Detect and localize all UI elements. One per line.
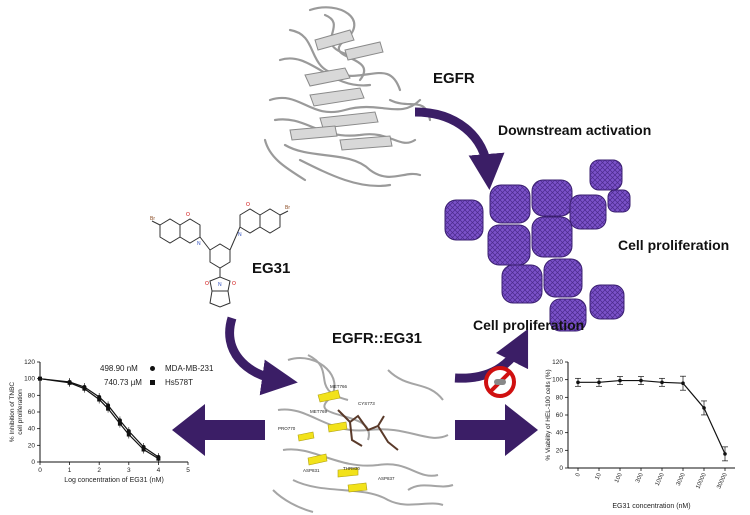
y-tick-label: 20 — [28, 442, 36, 449]
residue-label: CYS773 — [358, 401, 375, 406]
legend-row-mda: 498.90 nM — [100, 364, 138, 373]
data-point — [618, 378, 622, 383]
arrow-eg31-to-complex — [225, 316, 298, 396]
eg31-label: EG31 — [252, 260, 291, 277]
y-tick-label: 60 — [556, 412, 564, 419]
svg-text:Br: Br — [285, 205, 290, 211]
data-point — [106, 406, 111, 411]
x-tick-label: 100 — [614, 472, 624, 484]
x-tick-label: 5 — [186, 467, 190, 474]
residue-label: THR830 — [343, 466, 360, 471]
data-point — [681, 381, 685, 385]
x-tick-label: 10 — [595, 472, 604, 481]
svg-text:O: O — [232, 281, 236, 287]
series-line-1 — [39, 378, 159, 460]
x-tick-label: 10000 — [695, 472, 708, 490]
data-point — [723, 452, 727, 456]
y-tick-label: 120 — [552, 359, 563, 366]
y-tick-label: 100 — [24, 376, 35, 383]
data-point — [639, 378, 643, 383]
viability-chart: 0 20 40 60 80 100 120 0 10 100 300 1000 3000 10000 300… — [545, 359, 735, 510]
x-tick-label: 1000 — [655, 472, 666, 487]
y-tick-label: 20 — [556, 447, 564, 454]
downstream-activation-label: Downstream activation — [498, 122, 652, 138]
data-point — [67, 380, 72, 385]
x-tick-label: 1 — [68, 467, 72, 474]
series-line-0 — [39, 378, 159, 458]
arrow-egfr-to-proliferation — [414, 107, 505, 190]
data-point — [82, 386, 87, 391]
svg-text:N: N — [197, 241, 201, 247]
y-axis-title: % Viability of HEL-100 cells (%) — [545, 369, 552, 460]
legend-name-mda: MDA-MB-231 — [165, 364, 214, 373]
y-tick-label: 100 — [552, 377, 563, 384]
y-tick-label: 0 — [31, 459, 35, 466]
data-point — [117, 421, 122, 426]
x-tick-label: 0 — [38, 467, 42, 474]
egfr-label: EGFR — [433, 70, 475, 87]
y-tick-label: 80 — [556, 394, 564, 401]
x-tick-label: 0 — [575, 472, 582, 478]
svg-text:O: O — [246, 202, 250, 208]
proliferating-cells-graphic — [444, 159, 631, 332]
cell-proliferation-label-bottom: Cell proliferation — [473, 317, 585, 333]
x-axis-title: Log concentration of EG31 (nM) — [64, 477, 164, 484]
legend-value-mda: 498.90 nM — [100, 364, 138, 373]
y-tick-label: 80 — [28, 392, 36, 399]
complex-label: EGFR::EG31 — [332, 330, 423, 347]
x-tick-label: 30000 — [716, 472, 729, 490]
arrow-to-right-chart — [455, 404, 538, 456]
data-point — [38, 376, 42, 381]
y-axis-title-line2: cell proliferation — [17, 389, 24, 435]
x-axis-title: EG31 concentration (nM) — [612, 503, 690, 510]
data-point — [660, 380, 664, 385]
data-point — [702, 406, 706, 410]
x-tick-label: 3000 — [676, 472, 687, 487]
residue-label: MET766 — [330, 384, 348, 389]
data-point — [576, 380, 580, 385]
residue-label: PRO770 — [278, 426, 296, 431]
x-tick-label: 300 — [635, 472, 645, 484]
legend-marker-circle — [150, 366, 155, 371]
y-tick-label: 40 — [28, 426, 36, 433]
inhibition-icon — [484, 366, 516, 398]
svg-text:O: O — [186, 212, 190, 218]
residue-label: MET769 — [310, 409, 328, 414]
data-point — [97, 397, 102, 402]
legend-marker-square — [150, 380, 155, 385]
residue-label: ASP831 — [303, 468, 320, 473]
residue-label: ASP837 — [378, 476, 395, 481]
cell-proliferation-label-right: Cell proliferation — [618, 237, 730, 253]
legend-name-hs: Hs578T — [165, 378, 194, 387]
series-line-0 — [578, 379, 726, 455]
y-tick-label: 120 — [24, 359, 35, 366]
data-point — [141, 447, 146, 452]
svg-text:N: N — [218, 282, 222, 288]
x-tick-label: 4 — [157, 467, 161, 474]
y-tick-label: 0 — [559, 465, 563, 472]
egfr-protein-structure — [263, 6, 432, 188]
x-tick-label: 2 — [97, 467, 101, 474]
y-axis-title: % Inhibition of TNBC — [9, 382, 16, 443]
y-tick-label: 40 — [556, 430, 564, 437]
egfr-eg31-docking-structure: MET766 MET769 PRO770 THR830 ASP831 ASP83… — [272, 354, 454, 513]
svg-text:N: N — [238, 232, 242, 238]
data-point — [156, 456, 161, 461]
legend-value-hs: 740.73 µM — [104, 378, 142, 387]
svg-text:Br: Br — [150, 216, 155, 222]
y-tick-label: 60 — [28, 409, 36, 416]
x-tick-label: 3 — [127, 467, 131, 474]
data-point — [126, 432, 131, 437]
arrow-to-left-chart — [172, 404, 265, 456]
svg-text:O: O — [205, 281, 209, 287]
data-point — [597, 380, 601, 385]
